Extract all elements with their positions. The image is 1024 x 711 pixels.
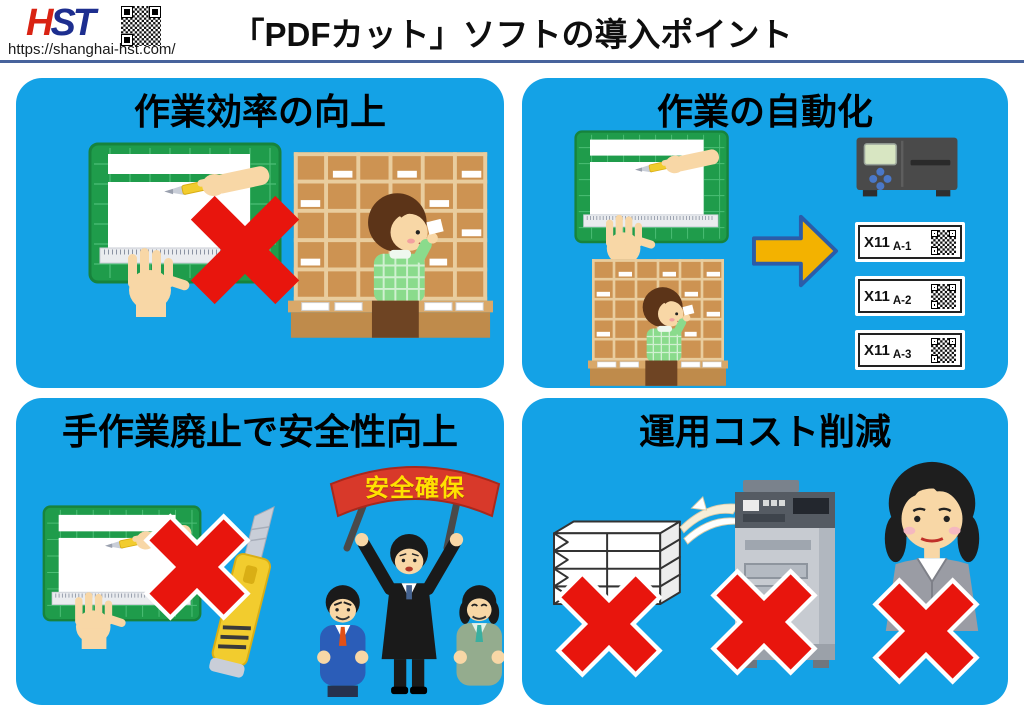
page-title: 「PDFカット」ソフトの導入ポイント — [231, 16, 793, 53]
panel-efficiency-title: 作業効率の向上 — [133, 91, 386, 132]
label-sub: A-1 — [892, 241, 912, 254]
label-sub: A-2 — [892, 295, 912, 308]
label-printer-illustration — [855, 136, 959, 198]
label-tag: X11 A-2 — [855, 276, 965, 316]
panel-cost-title: 運用コスト削減 — [638, 411, 891, 452]
flag-text: 安全確保 — [365, 475, 465, 502]
panel-automation-title: 作業の自動化 — [656, 91, 873, 132]
header: HST https://shanghai-hst.com/ 「PDFカット」ソフ… — [0, 0, 1024, 63]
qr-code-icon — [931, 283, 956, 309]
hst-logo: HST — [26, 2, 96, 44]
cross-icon — [190, 195, 300, 305]
label-code: X11 — [864, 341, 890, 359]
mail-shelf-illustration — [288, 152, 493, 338]
qr-code-icon — [121, 6, 161, 46]
logo-letters-st: ST — [50, 2, 96, 44]
arrow-right-icon — [752, 214, 839, 288]
qr-code-icon — [931, 229, 956, 255]
cross-icon — [138, 508, 256, 626]
mail-shelf-illustration — [588, 259, 728, 386]
cutting-mat-illustration — [574, 130, 730, 270]
qr-code-icon — [931, 337, 956, 363]
panel-safety: 手作業廃止で安全性向上 安全確保 — [16, 398, 504, 705]
panel-efficiency: 作業効率の向上 — [16, 78, 504, 388]
utility-knife-illustration — [209, 506, 275, 678]
logo-letter-h: H — [26, 2, 54, 44]
panel-automation: 作業の自動化 X11 A-1 X11 A-2 X11 A-3 — [522, 78, 1008, 388]
site-url: https://shanghai-hst.com/ — [8, 41, 176, 58]
cross-icon — [867, 572, 985, 690]
cross-icon — [705, 563, 823, 681]
label-tag: X11 A-3 — [855, 330, 965, 370]
panel-safety-title: 手作業廃止で安全性向上 — [61, 411, 458, 452]
cross-icon — [550, 565, 668, 683]
panel-cost: 運用コスト削減 — [522, 398, 1008, 705]
label-sub: A-3 — [892, 349, 912, 362]
label-tag: X11 A-1 — [855, 222, 965, 262]
safety-flag-illustration — [329, 466, 501, 552]
workers-illustration — [317, 533, 504, 697]
label-code: X11 — [864, 287, 890, 305]
header-rule — [0, 60, 1024, 63]
label-code: X11 — [864, 233, 890, 251]
